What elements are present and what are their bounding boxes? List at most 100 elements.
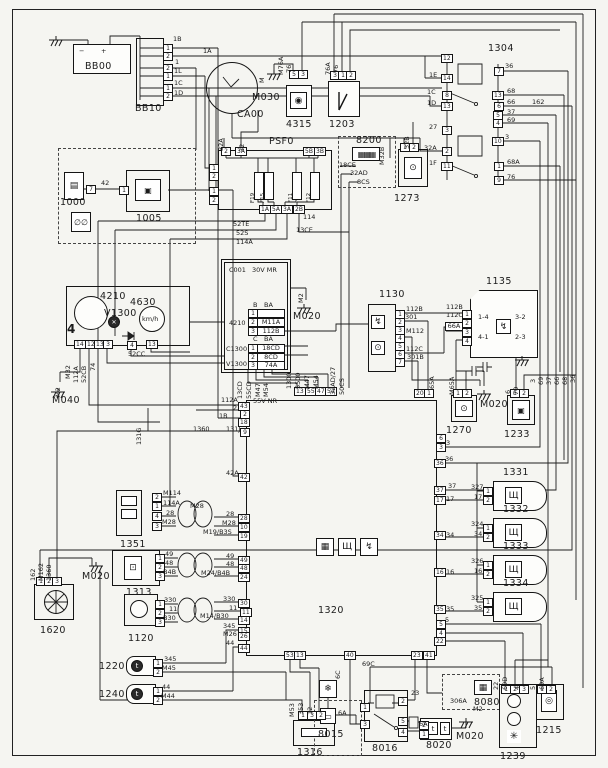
injector-icon: Щ	[338, 538, 356, 556]
wire-label: 66	[553, 376, 561, 385]
wire-label: 326	[471, 557, 484, 565]
wire-label: 28	[166, 509, 175, 517]
component-title: 4315	[286, 119, 312, 130]
wire-label: 66	[507, 98, 516, 106]
wire-label: 34	[474, 530, 483, 538]
pin: 2	[316, 711, 326, 720]
wire-label: 34	[446, 531, 455, 539]
wire-label: C001	[229, 266, 246, 274]
wire-label: 6C	[334, 670, 342, 679]
pin: 8	[442, 91, 452, 100]
wire-label: 16	[474, 567, 483, 575]
pin: 7	[86, 185, 96, 194]
pin: 3	[155, 618, 165, 627]
lever-icon	[338, 92, 348, 111]
pin: 13	[146, 340, 158, 349]
relay-8016	[364, 690, 408, 742]
wire-label: 30V MR	[252, 266, 277, 274]
wire-label: 76	[285, 64, 293, 73]
component-title: 1334	[503, 578, 529, 589]
pin: 2	[163, 92, 173, 101]
pin: 17	[434, 496, 446, 505]
fan-icon: ✳	[507, 730, 521, 743]
injector-1215	[536, 684, 564, 720]
coil-icon	[121, 509, 137, 519]
component-title: 1313	[126, 587, 152, 598]
pin: 3	[360, 720, 370, 729]
wire-label: 32A	[217, 138, 225, 151]
pin: 14	[441, 74, 453, 83]
pin: 7	[395, 358, 405, 367]
ground-icon	[514, 352, 530, 371]
wire-label: M114	[163, 489, 182, 497]
ground-icon	[476, 386, 492, 405]
wire-label: B30	[163, 614, 176, 622]
connector-8200	[338, 136, 396, 188]
pin: 2	[462, 319, 472, 328]
pin: 2	[519, 389, 529, 398]
wire-label: 23	[411, 689, 420, 697]
wire-label: 42	[101, 179, 110, 187]
pin: 3A	[235, 147, 247, 156]
pin: 13	[441, 102, 453, 111]
wire-label: 35	[446, 605, 455, 613]
snowflake-icon: ❄	[319, 680, 337, 698]
component-title: 1240	[99, 689, 125, 700]
pot-dial-icon	[44, 590, 68, 614]
thermo-icon: t	[131, 660, 143, 672]
wire-label: M54	[312, 375, 320, 389]
fuse-F12: F12	[306, 172, 320, 203]
wire-label: 68A	[507, 158, 520, 166]
component-title: 1239	[500, 751, 526, 762]
ground-icon	[266, 66, 282, 85]
pin: 35	[434, 605, 446, 614]
wire-label: M45	[162, 664, 176, 672]
resistor-icon	[301, 728, 327, 737]
fuse-F15: F15	[260, 172, 274, 203]
warning-lamp-v1300: ✕	[108, 316, 120, 328]
wire-label: M28	[162, 518, 176, 526]
pin: 14	[74, 340, 86, 349]
pin: 7	[494, 67, 504, 76]
wire-label: M44	[161, 692, 175, 700]
wire-label: M32	[64, 365, 72, 379]
pin: 1	[419, 730, 429, 739]
component-title: 1316	[297, 747, 323, 758]
component-title: 1215	[536, 725, 562, 736]
wire-label: 17	[474, 493, 483, 501]
thermo-icon: t	[131, 688, 143, 700]
wire-label: M11A	[257, 318, 285, 327]
pin: 18	[238, 418, 250, 427]
pin: 5	[398, 717, 408, 726]
wire-label: M112	[406, 327, 425, 335]
sensor-icon: ⊙	[455, 400, 473, 417]
sensor-icon: ▣	[512, 400, 530, 420]
pin: 2	[209, 172, 219, 181]
wire-label: 49	[165, 550, 174, 558]
wire-label: 13CD	[236, 381, 244, 399]
wire-label: 8CS	[357, 178, 370, 186]
component-title: 1351	[120, 539, 146, 550]
wire-label: 28	[226, 510, 235, 518]
component-title: BB10	[135, 103, 162, 114]
wire-label: 114	[303, 213, 316, 221]
injector-icon: Щ	[505, 487, 522, 504]
wire-label: 37	[448, 482, 457, 490]
wire-label: 55V NR	[253, 397, 278, 405]
pin: 1	[494, 162, 504, 171]
wire-label: M162	[37, 562, 45, 581]
wire-label: 11	[169, 605, 178, 613]
pin: 11	[441, 162, 453, 171]
wire-label: M53	[288, 703, 296, 717]
wire-label: 44	[162, 683, 171, 691]
wire-label: 112B	[446, 303, 463, 311]
wire-label: 13CE	[296, 226, 313, 234]
diagram-border	[12, 9, 596, 756]
wire-label: M24/B4B	[201, 569, 231, 577]
wire-label: 76A	[324, 62, 332, 75]
ground-icon	[458, 714, 474, 733]
pump-icon	[507, 694, 521, 708]
wire-label: 5500	[294, 372, 302, 389]
chip-icon: ▦	[316, 538, 334, 556]
wire-label: 1C	[174, 79, 183, 87]
